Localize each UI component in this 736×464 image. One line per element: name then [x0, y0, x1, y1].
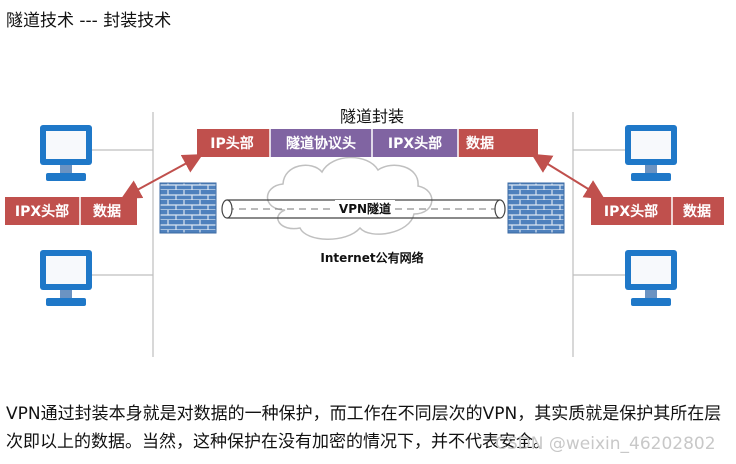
- right-bottom-computer-icon: [625, 250, 677, 306]
- left-packet-ipx-header: IPX头部: [15, 203, 69, 220]
- left-top-computer-icon: [40, 125, 92, 181]
- encapsulation-label: 隧道封装: [340, 107, 404, 126]
- page-title: 隧道技术 --- 封装技术: [6, 11, 172, 31]
- cloud-label: Internet公有网络: [320, 250, 423, 265]
- encapsulated-packet: IP头部 隧道协议头 IPX头部 数据: [197, 129, 538, 157]
- right-encap-arrow: [531, 153, 605, 200]
- encapsulation-diagram: VPN隧道 Internet公有网络 隧道封装 IP头部 隧道协议头 IPX头部…: [5, 107, 724, 357]
- vpn-tunnel: VPN隧道: [221, 199, 506, 219]
- tunnel-label: VPN隧道: [339, 201, 391, 216]
- left-bottom-computer-icon: [40, 250, 92, 306]
- caption-text: VPN通过封装本身就是对数据的一种保护，而工作在不同层次的VPN，其实质就是保护…: [6, 404, 722, 452]
- right-top-computer-icon: [625, 125, 677, 181]
- packet-field-ipx-header: IPX头部: [388, 135, 442, 152]
- left-ipx-packet: IPX头部 数据: [5, 197, 137, 225]
- watermark: CSDN @weixin_46202802: [495, 434, 716, 454]
- left-encap-arrow: [120, 154, 204, 199]
- right-ipx-packet: IPX头部 数据: [591, 197, 724, 225]
- left-firewall-icon: [159, 182, 217, 234]
- left-packet-data: 数据: [93, 203, 121, 220]
- internet-cloud-icon: [266, 156, 433, 240]
- right-firewall-icon: [507, 182, 565, 234]
- packet-field-ip-header: IP头部: [210, 135, 253, 152]
- packet-field-tunnel-header: 隧道协议头: [286, 135, 356, 152]
- right-packet-data: 数据: [683, 203, 711, 220]
- right-packet-ipx-header: IPX头部: [604, 203, 658, 220]
- packet-field-data: 数据: [466, 135, 494, 152]
